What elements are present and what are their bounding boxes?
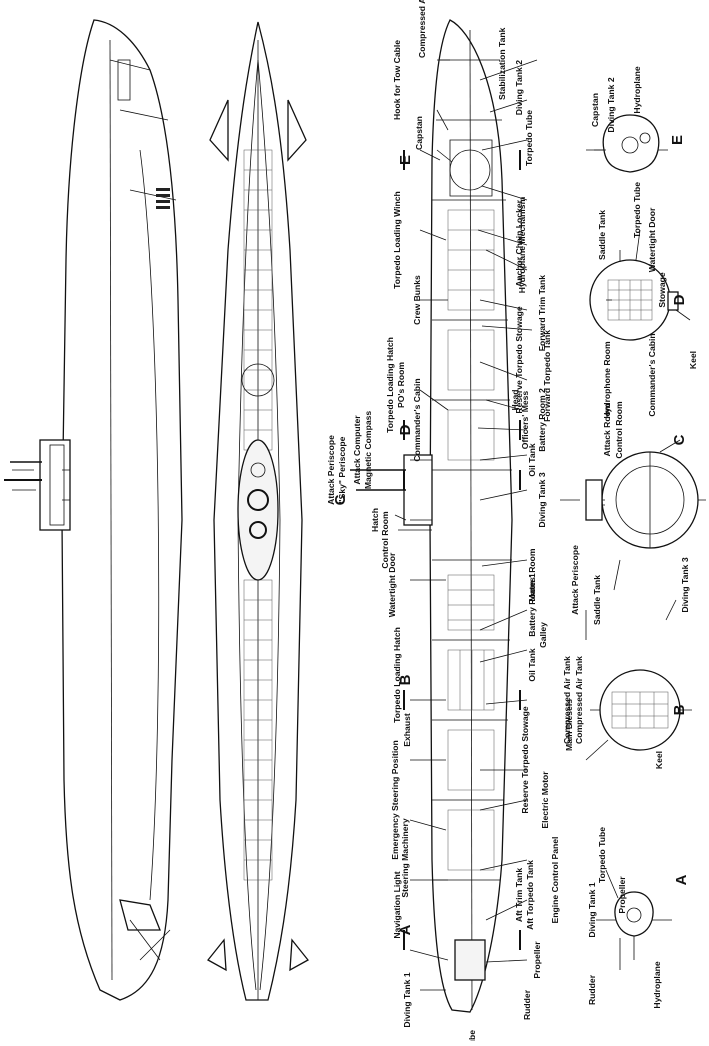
label-forward-trim-tank: Forward Trim Tank	[537, 275, 547, 351]
top-plan-view	[207, 21, 309, 1001]
label-D-watertight-door: Watertight Door	[647, 207, 657, 272]
label-watertight-door: Watertight Door	[387, 552, 397, 617]
label-oil-tank-aft: Oil Tank	[527, 648, 537, 681]
label-stabilization-tank: Stabilization Tank	[497, 27, 507, 100]
label-oil-tank-fwd: Oil Tank	[527, 443, 537, 476]
label-torpedo-loading-hatch-aft: Torpedo Loading Hatch	[392, 627, 402, 723]
label-torpedo-loading-winch: Torpedo Loading Winch	[392, 191, 402, 289]
label-head: Head	[510, 389, 520, 410]
label-steering-machinery: Steering Machinery	[400, 818, 410, 897]
label-E-hydroplane: Hydroplane	[632, 66, 642, 113]
side-profile-view	[4, 19, 183, 1001]
label-battery-room-2: Battery Room 2	[537, 388, 547, 452]
section-letter-C-cut: C	[332, 494, 349, 505]
label-attack-periscope-bottom: Attack Periscope	[570, 545, 580, 615]
cutaway-section-view	[350, 19, 521, 1013]
label-electric-motor: Electric Motor	[540, 771, 550, 829]
label-torpedo-tube-fwd: Torpedo Tube	[524, 110, 534, 166]
label-D-keel: Keel	[688, 351, 698, 369]
label-A-torpedo-tube: Torpedo Tube	[597, 827, 607, 883]
label-E-capstan: Capstan	[590, 93, 600, 127]
label-galley: Galley	[538, 622, 548, 648]
label-crew-bunks: Crew Bunks	[412, 275, 422, 325]
label-compressed-air-tank-aft: Compressed Air Tank	[562, 656, 572, 744]
section-letter-C: C	[671, 434, 688, 445]
label-main-diesels: Main Diesels	[564, 699, 574, 751]
label-exhaust: Exhaust	[402, 713, 412, 747]
label-diving-tank-3: Diving Tank 3	[537, 472, 547, 527]
section-letter-D-cut: D	[397, 424, 414, 435]
cross-section-A	[596, 891, 672, 960]
section-labels: Capstan Diving Tank 2 Hydroplane Torpedo…	[574, 66, 698, 1008]
label-C-diving-tank-3: Diving Tank 3	[680, 557, 690, 612]
label-reserve-torpedo-stowage-fwd: Reserve Torpedo Stowage	[514, 306, 524, 414]
label-engine-control-panel: Engine Control Panel	[550, 837, 560, 924]
label-propeller: Propeller	[532, 941, 542, 979]
label-B-keel: Keel	[654, 751, 664, 769]
label-D-commanders-cabin: Commander's Cabin	[647, 333, 657, 416]
label-officers-mess: Officers' Mess	[520, 391, 530, 450]
label-pos-room: PO's Room	[396, 362, 406, 408]
label-A-diving-tank-1: Diving Tank 1	[587, 882, 597, 937]
cross-section-B	[590, 669, 692, 751]
label-E-torpedo-tube: Torpedo Tube	[632, 182, 642, 238]
label-A-propeller: Propeller	[617, 876, 627, 914]
label-torpedo-loading-hatch-fwd: Torpedo Loading Hatch	[385, 337, 395, 433]
section-letter-D: D	[671, 294, 688, 305]
label-E-diving-tank-2: Diving Tank 2	[606, 77, 616, 132]
leader-lines	[409, 59, 691, 991]
label-magnetic-compass: Magnetic Compass	[363, 411, 373, 490]
label-attack-periscope-top: Attack Periscope	[326, 435, 336, 505]
cross-section-C	[560, 451, 706, 549]
label-C-saddle-tank: Saddle Tank	[592, 575, 602, 625]
label-torpedo-tube-aft: Torpedo Tube	[467, 1030, 477, 1041]
label-diving-tank-1: Diving Tank 1	[402, 972, 412, 1027]
label-hatch: Hatch	[370, 508, 380, 532]
section-letter-B-cut: B	[397, 674, 414, 685]
label-compressed-air-tank: Compressed Air Tank	[417, 0, 427, 58]
label-diving-tank-2: Diving Tank 2	[514, 60, 524, 115]
label-commanders-cabin: Commander's Cabin	[412, 378, 422, 461]
label-mates-room: Mates' Room	[527, 548, 537, 601]
cutaway-labels: Compressed Air Tank Stabilization Tank D…	[326, 0, 580, 1046]
section-letter-A-cut: A	[397, 924, 414, 935]
section-letter-B: B	[671, 704, 688, 715]
label-B-compressed-air-tank: Compressed Air Tank	[574, 656, 584, 744]
label-hydroplane-mechanism: Hydroplane Mechanism	[517, 196, 527, 293]
label-sky-periscope: "Sky" Periscope	[337, 436, 347, 503]
label-capstan: Capstan	[414, 116, 424, 150]
label-D-saddle-tank: Saddle Tank	[597, 210, 607, 260]
label-navigation-light: Navigation Light	[392, 871, 402, 938]
section-letter-E: E	[669, 135, 686, 145]
label-C-control-room: Control Room	[614, 401, 624, 459]
label-battery-room-1: Battery Room 1	[527, 573, 537, 637]
label-D-hydrophone-room: Hydrophone Room	[602, 341, 612, 419]
cross-section-D	[589, 259, 679, 341]
label-hook-for-tow-cable: Hook for Tow Cable	[392, 40, 402, 120]
label-A-hydroplane: Hydroplane	[652, 961, 662, 1008]
section-letters: E D C B A E D C B A	[332, 135, 690, 935]
label-rudder: Rudder	[522, 989, 532, 1020]
label-aft-torpedo-tank: Aft Torpedo Tank	[525, 860, 535, 930]
label-C-attack-room: Attack Room	[602, 403, 612, 456]
section-letter-A: A	[673, 874, 690, 885]
label-A-rudder: Rudder	[587, 974, 597, 1005]
label-reserve-torpedo-stowage-aft: Reserve Torpedo Stowage	[520, 706, 530, 814]
label-control-room: Control Room	[380, 511, 390, 569]
label-anchor-chain-locker: Anchor Chain Locker	[514, 199, 524, 287]
section-letter-E-cut: E	[397, 155, 414, 165]
label-forward-torpedo-tank: Forward Torpedo Tank	[542, 330, 552, 422]
label-attack-computer: Attack Computer	[352, 415, 362, 485]
label-D-stowage: Stowage	[657, 272, 667, 308]
label-aft-trim-tank: Aft Trim Tank	[514, 868, 524, 922]
label-emergency-steering-position: Emergency Steering Position	[390, 740, 400, 859]
